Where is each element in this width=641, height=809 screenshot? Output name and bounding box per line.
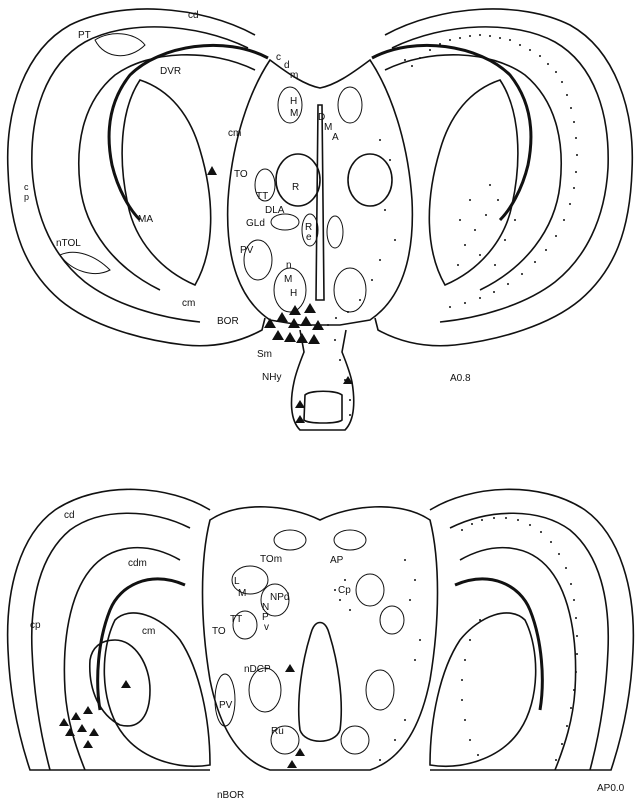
bottom-nucleus-right-1 (356, 574, 384, 606)
label-nmh-h: H (290, 288, 297, 299)
bottom-section: cd cdm cp cm TOm AP L M NPd N P v Cp TT … (8, 489, 634, 801)
label-level-ap00: AP0.0 (597, 783, 625, 794)
label-tt: TT (256, 191, 268, 202)
label-cdm-d: d (284, 60, 290, 71)
label-pv: PV (240, 245, 254, 256)
label-hm-h: H (290, 96, 297, 107)
label-sm: Sm (257, 349, 272, 360)
label-nhy: NHy (262, 372, 281, 383)
label-b-nbor: nBOR (217, 790, 244, 801)
label-gld: GLd (246, 218, 265, 229)
bottom-right-cdm-ridge (460, 548, 576, 770)
label-cp-p: p (24, 192, 29, 202)
bottom-midbrain-outline (203, 507, 438, 770)
bottom-left-ventricle (98, 579, 185, 710)
label-b-cd: cd (64, 510, 75, 521)
bottom-right-hemisphere-outline (430, 489, 633, 770)
label-cm2: cm (182, 298, 195, 309)
label-ntol: nTOL (56, 238, 81, 249)
label-b-npv-v: v (264, 622, 269, 633)
top-nucleus-dla (271, 214, 299, 230)
top-nucleus-nmh-right (334, 268, 366, 312)
top-hypophysis-inner (304, 391, 342, 423)
label-b-tom: TOm (260, 554, 282, 565)
label-dvr: DVR (160, 66, 181, 77)
bottom-right-cortex-inner (450, 513, 608, 770)
label-level-a08: A0.8 (450, 373, 471, 384)
top-left-ntol-region (60, 252, 110, 273)
label-nmh-m: M (284, 274, 292, 285)
label-to: TO (234, 169, 248, 180)
label-b-ndcp: nDCP (244, 664, 271, 675)
top-nucleus-r-left (276, 154, 320, 206)
top-nucleus-re-right (327, 216, 343, 248)
label-cm: cm (228, 128, 241, 139)
bottom-left-cortex-inner (32, 513, 190, 770)
top-section: PT cd DVR c d m H M D M A cm TO R TT DLA… (8, 9, 633, 430)
top-left-dvr-ridge (79, 55, 255, 290)
bottom-stipple-dots (334, 517, 578, 761)
label-b-lm-m: M (238, 588, 246, 599)
bottom-right-ventricle (455, 579, 542, 710)
label-b-cm: cm (142, 626, 155, 637)
top-nucleus-hm-right (338, 87, 362, 123)
bottom-nucleus-right-3 (366, 670, 394, 710)
top-third-ventricle (316, 105, 324, 300)
label-nmh-n: n (286, 260, 292, 271)
top-left-ma-region (122, 80, 211, 285)
label-b-cp2: Cp (338, 585, 351, 596)
top-left-pt-region (95, 34, 145, 56)
label-dla: DLA (265, 205, 285, 216)
bottom-nucleus-tom (274, 530, 306, 550)
top-left-ventricle (109, 45, 268, 220)
label-hm-m: M (290, 108, 298, 119)
label-r: R (292, 182, 299, 193)
label-b-tt: TT (230, 614, 242, 625)
label-cd: cd (188, 10, 199, 21)
bottom-nucleus-tom-right (334, 530, 366, 550)
label-b-lm-l: L (234, 576, 240, 587)
label-b-pv: PV (219, 700, 233, 711)
label-b-cdm: cdm (128, 558, 147, 569)
label-bor: BOR (217, 316, 239, 327)
bottom-aqueduct (299, 623, 342, 742)
top-right-dvr-ridge (385, 55, 561, 290)
label-pt: PT (78, 30, 91, 41)
label-b-ap: AP (330, 555, 344, 566)
label-ma: MA (138, 214, 153, 225)
bottom-nucleus-ru-right (341, 726, 369, 754)
label-b-cp: cp (30, 620, 41, 631)
label-b-to: TO (212, 626, 226, 637)
label-b-npd: NPd (270, 592, 289, 603)
top-nucleus-r-right (348, 154, 392, 206)
bottom-nucleus-right-2 (380, 606, 404, 634)
label-dma-a: A (332, 132, 339, 143)
bottom-left-striatum (104, 613, 210, 766)
bottom-left-cdm-ridge (64, 548, 180, 770)
bottom-labeled-cell-markers (59, 664, 305, 768)
top-right-ma-region (429, 80, 518, 285)
label-re-e: e (306, 232, 312, 243)
label-cdm-m: m (290, 70, 298, 81)
label-cp-c: c (24, 182, 29, 192)
label-b-ru: Ru (271, 726, 284, 737)
bottom-right-striatum (430, 613, 536, 766)
label-cdm-c: c (276, 52, 281, 63)
top-right-ventricle (372, 45, 531, 220)
